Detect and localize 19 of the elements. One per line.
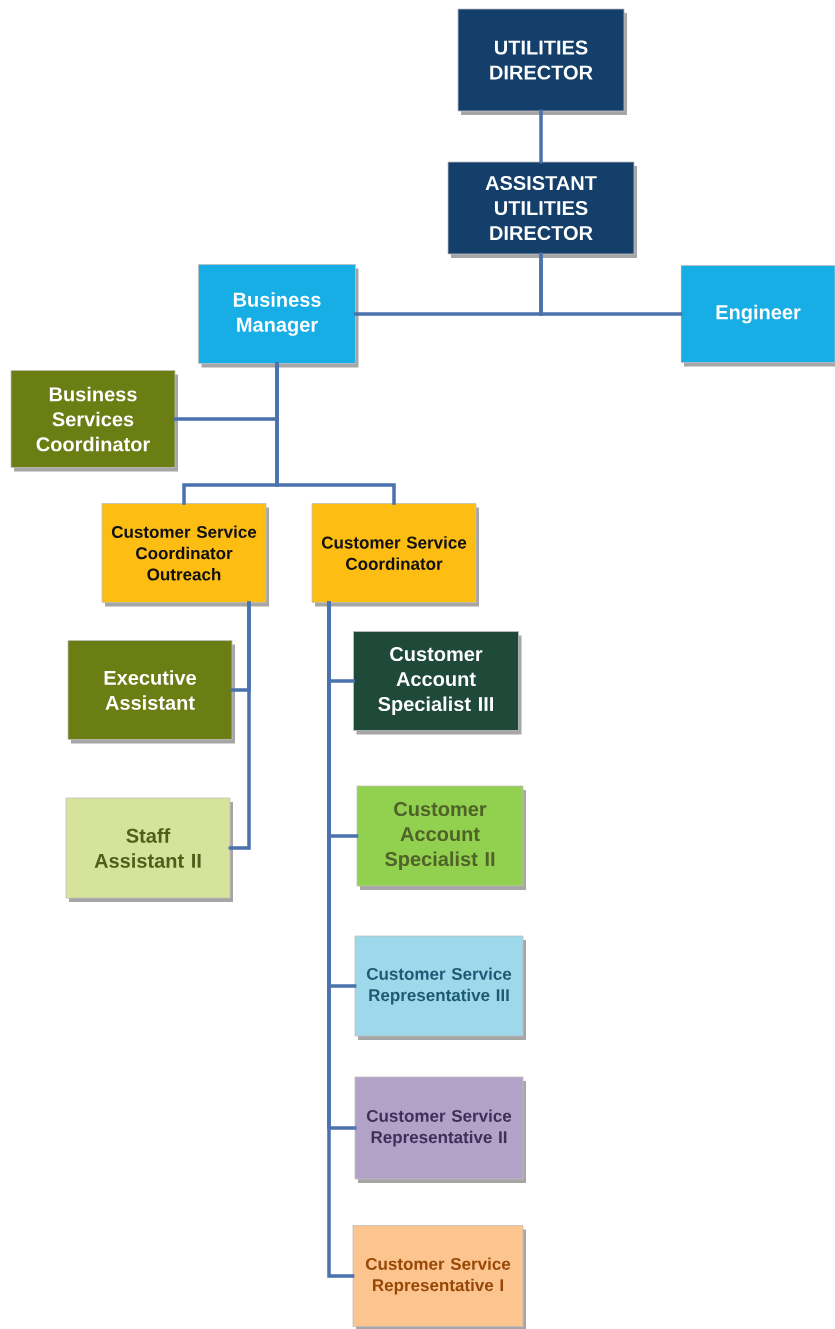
org-box: UTILITIES DIRECTOR bbox=[457, 8, 627, 115]
org-box: Business Services Coordinator bbox=[10, 370, 178, 472]
org-box: Customer Service Coordinator bbox=[311, 503, 479, 607]
org-box: Engineer bbox=[680, 265, 835, 367]
org-box: ASSISTANT UTILITIES DIRECTOR bbox=[447, 161, 637, 258]
connector-line bbox=[539, 252, 683, 316]
org-box: Customer Service Representative III bbox=[354, 935, 526, 1040]
org-box: Customer Service Representative II bbox=[354, 1076, 526, 1183]
connector-line bbox=[539, 109, 543, 164]
connector-line bbox=[228, 601, 251, 850]
org-box: Customer Service Representative I bbox=[352, 1225, 526, 1329]
org-box: Staff Assistant II bbox=[65, 797, 233, 902]
org-box: Executive Assistant bbox=[67, 640, 235, 744]
org-box: Customer Account Specialist III bbox=[353, 631, 522, 735]
connector-line bbox=[327, 601, 355, 1278]
connector-line bbox=[275, 362, 396, 505]
org-box: Business Manager bbox=[198, 264, 359, 368]
org-box: Customer Service Coordinator Outreach bbox=[101, 503, 269, 607]
org-box: Customer Account Specialist II bbox=[356, 785, 526, 890]
